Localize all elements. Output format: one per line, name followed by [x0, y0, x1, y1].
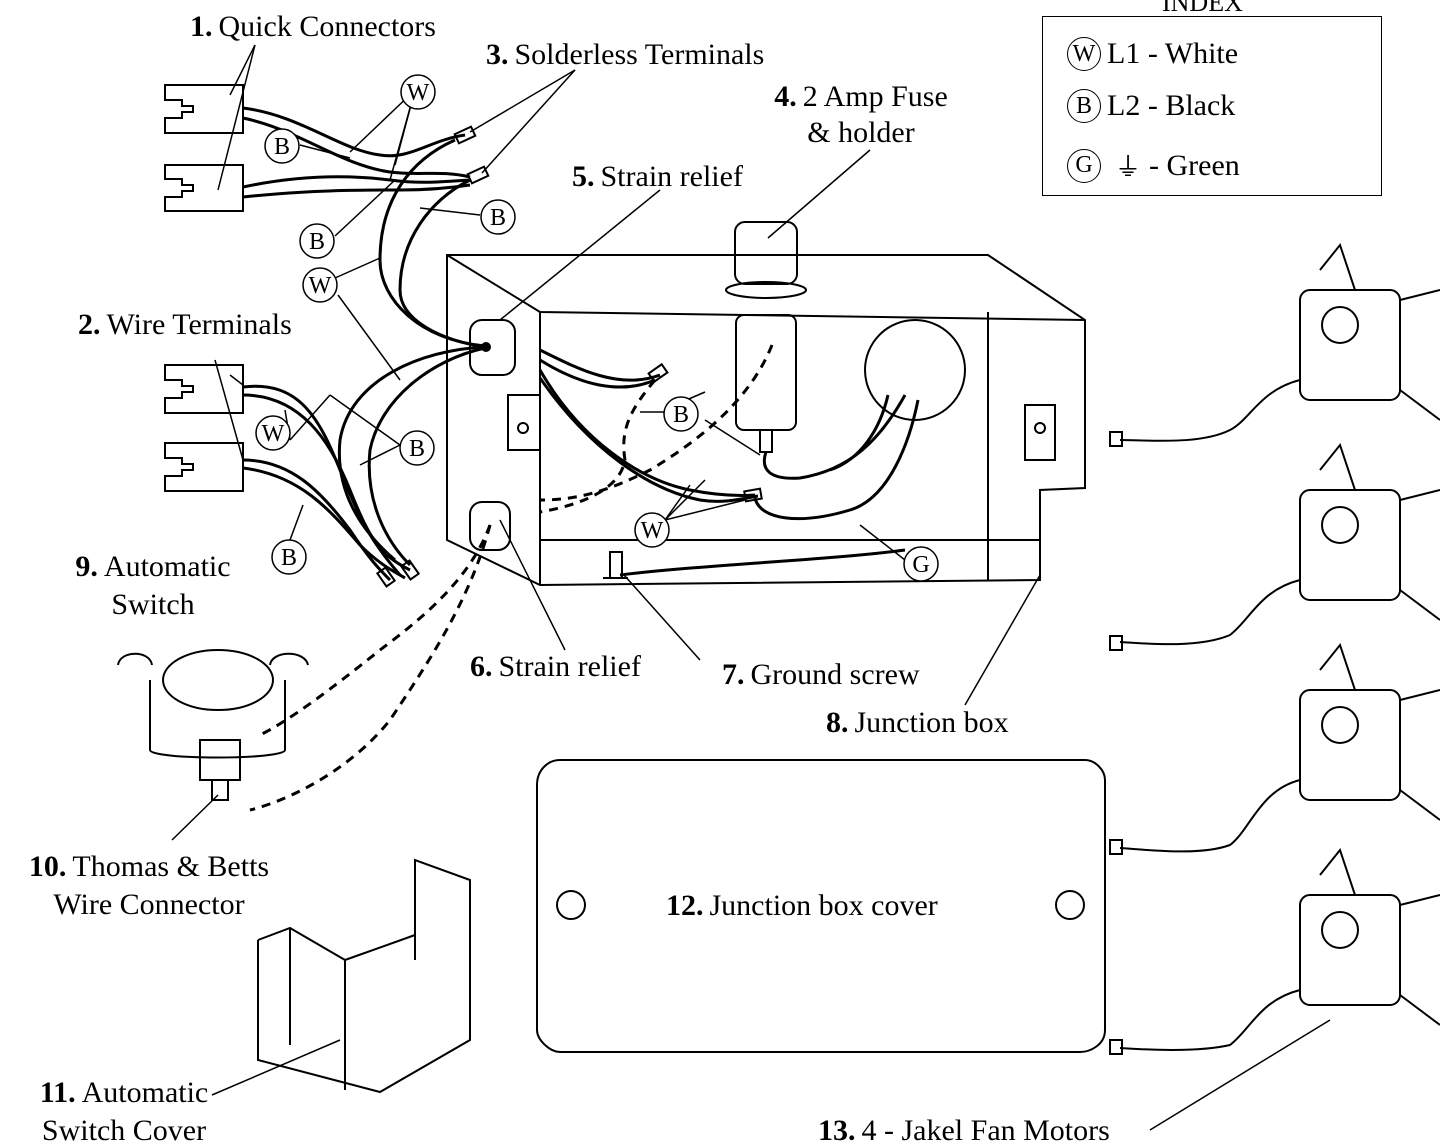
quick-connector-bottom	[164, 164, 244, 212]
label-strain-relief-bottom: 6.Strain relief	[470, 650, 641, 683]
fuse-holder	[725, 221, 807, 453]
label-wire-connector: 10.Thomas & Betts Wire Connector	[28, 850, 270, 921]
label-fan-motors: 13.4 - Jakel Fan Motors	[818, 1114, 1110, 1147]
label-ground-screw: 7.Ground screw	[722, 658, 920, 691]
index-row-text: - Green	[1149, 148, 1240, 182]
wire-badge-g: G	[912, 552, 929, 578]
wire-badge-letters: W B B W B W B B B W G	[262, 80, 930, 578]
fan-motor-4	[1109, 847, 1440, 1055]
wire-badge-w: W	[309, 273, 332, 299]
label-junction-box: 8.Junction box	[826, 706, 1009, 739]
fan-motor-2	[1109, 442, 1440, 651]
wire-badge-circles	[255, 74, 939, 582]
ground-symbol-icon: ⏚	[1115, 153, 1142, 182]
wire-badge-b: B	[274, 134, 290, 160]
index-title: INDEX	[1158, 0, 1247, 18]
solderless-terminal-1	[453, 125, 477, 145]
white-badge: W	[1067, 37, 1101, 71]
wire-terminal-wires	[242, 345, 486, 582]
strain-relief-bottom	[469, 501, 511, 551]
index-row-text: L1 - White	[1107, 37, 1239, 70]
label-fuse-holder: 4.2 Amp Fuse & holder	[774, 80, 948, 149]
index-row-white: W L1 - White	[1067, 37, 1238, 71]
box-solderless-terminals	[647, 362, 763, 503]
index-row-green: G ⏚ - Green	[1067, 147, 1240, 184]
black-badge: B	[1067, 89, 1101, 123]
wire-badge-w: W	[262, 421, 285, 447]
label-quick-connectors: 1.Quick Connectors	[190, 10, 436, 43]
fan-motor-1	[1109, 242, 1440, 447]
wire-badge-b: B	[309, 229, 325, 255]
label-automatic-switch: 9.Automatic Switch	[75, 550, 231, 621]
box-internal-wires	[538, 348, 920, 577]
label-solderless-terminals: 3.Solderless Terminals	[486, 38, 765, 71]
wire-badge-b: B	[409, 436, 425, 462]
automatic-switch-cover	[257, 858, 471, 1094]
wire-badge-b: B	[490, 205, 506, 231]
label-junction-box-cover: 12.Junction box cover	[666, 889, 938, 922]
label-wire-terminals: 2.Wire Terminals	[78, 308, 292, 341]
fan-motor-3	[1109, 642, 1440, 855]
leader-lines	[171, 44, 1331, 1131]
wire-badge-w: W	[641, 518, 664, 544]
green-badge: G	[1067, 148, 1101, 183]
wire-terminal-solderless-ends	[375, 559, 421, 588]
wire-badge-w: W	[407, 80, 430, 106]
index-row-text: L2 - Black	[1107, 89, 1236, 122]
automatic-switch	[117, 649, 309, 801]
strain-relief-top	[469, 319, 516, 376]
box-dashed-wires	[249, 344, 774, 812]
index-row-black: B L2 - Black	[1067, 89, 1235, 123]
junction-box	[446, 254, 1086, 587]
label-strain-relief-top: 5.Strain relief	[572, 160, 743, 193]
wire-badge-b: B	[281, 545, 297, 571]
quick-connector-top	[164, 84, 244, 134]
wire-terminal-bottom	[164, 442, 244, 492]
wire-terminal-top	[164, 364, 244, 414]
solderless-terminal-2	[466, 165, 490, 185]
wire-badge-b: B	[673, 402, 689, 428]
label-automatic-switch-cover: 11.Automatic Switch Cover	[39, 1076, 209, 1147]
junction-box-cover	[536, 759, 1106, 1053]
ground-screw	[603, 551, 628, 579]
index-box: W L1 - White B L2 - Black G ⏚ - Green	[1042, 16, 1382, 196]
